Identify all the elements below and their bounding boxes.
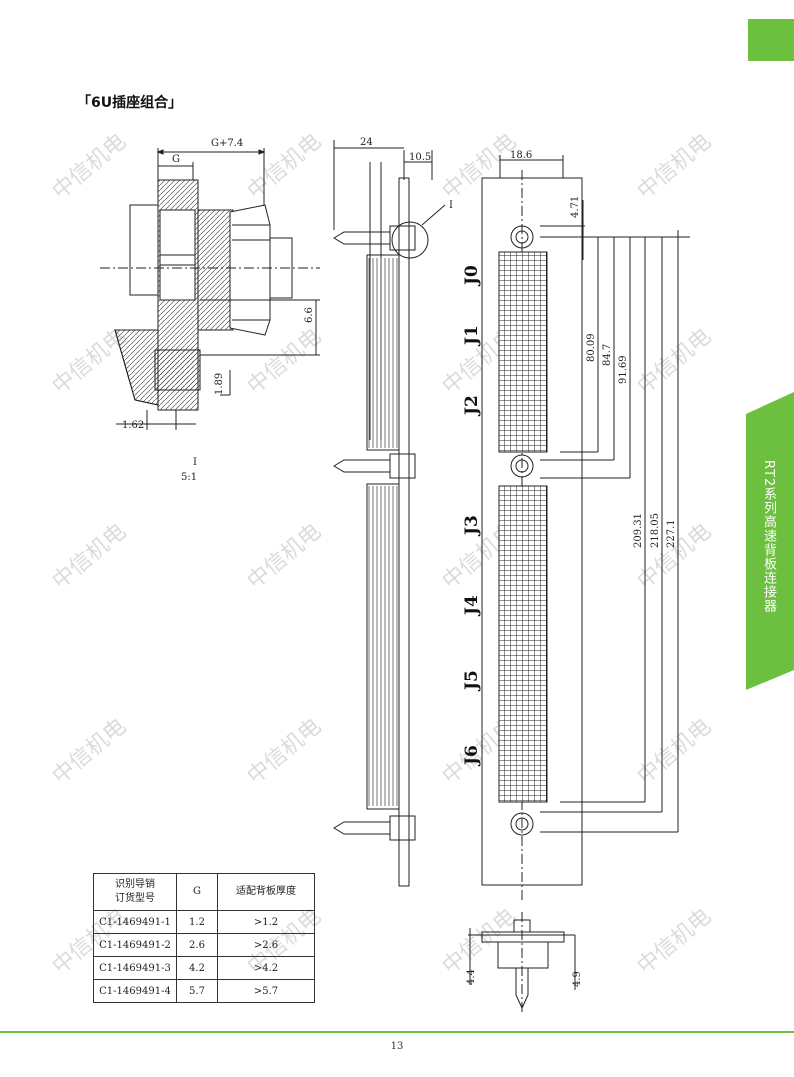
cell-g: 5.7 [176, 979, 218, 1003]
watermark: 中信机电 [438, 129, 521, 205]
dim-1-89: 1.89 [214, 373, 225, 395]
watermark: 中信机电 [243, 324, 326, 400]
dim-84-7: 84.7 [602, 344, 613, 366]
page-number: 13 [390, 1041, 404, 1052]
watermark: 中信机电 [243, 129, 326, 205]
slot-label-j0: J0 [462, 265, 482, 287]
dim-4-71: 4.71 [570, 196, 581, 218]
order-spec-table: 识别导销 订货型号 G 适配背板厚度 C1-1469491-1 1.2 >1.2… [93, 873, 315, 1003]
cell-thickness: >2.6 [217, 933, 315, 957]
dim-218-05: 218.05 [650, 513, 661, 548]
bottom-view [468, 912, 576, 1012]
dim-18-6: 18.6 [510, 150, 532, 161]
watermark: 中信机电 [48, 519, 131, 595]
watermark: 中信机电 [633, 904, 716, 980]
dim-g: G [172, 154, 180, 165]
dim-209-31: 209.31 [633, 513, 644, 548]
side-category-label: RT2系列高速背板连接器 [761, 460, 776, 614]
detail-view [100, 148, 320, 430]
slot-label-j2: J2 [462, 395, 482, 417]
detail-scale: 5:1 [181, 472, 197, 483]
watermark: 中信机电 [243, 714, 326, 790]
cell-thickness: >5.7 [217, 979, 315, 1003]
cell-thickness: >4.2 [217, 956, 315, 980]
dim-4-4: 4.4 [466, 969, 477, 985]
cell-g: 2.6 [176, 933, 218, 957]
slot-label-j3: J3 [462, 515, 482, 537]
table-row: C1-1469491-4 5.7 >5.7 [93, 979, 315, 1003]
col-header-board-thickness: 适配背板厚度 [217, 873, 315, 911]
cell-part-number: C1-1469491-1 [93, 910, 177, 934]
slot-label-j5: J5 [462, 670, 482, 692]
slot-label-j1: J1 [462, 325, 482, 347]
footer-divider [0, 1031, 794, 1033]
side-category-tab [746, 392, 794, 690]
table-row: C1-1469491-3 4.2 >4.2 [93, 956, 315, 980]
dim-4-9: 4.9 [572, 971, 583, 987]
cell-g: 4.2 [176, 956, 218, 980]
dim-1-62: 1.62 [122, 420, 144, 431]
dim-227-1: 227.1 [666, 519, 677, 548]
dim-6-6: 6.6 [304, 307, 315, 323]
cell-part-number: C1-1469491-4 [93, 979, 177, 1003]
table-row: C1-1469491-1 1.2 >1.2 [93, 910, 315, 934]
col-header-part-number: 识别导销 订货型号 [93, 873, 177, 911]
dim-91-69: 91.69 [618, 355, 629, 384]
dim-10-5: 10.5 [409, 152, 431, 163]
slot-label-j6: J6 [462, 745, 482, 767]
dim-80-09: 80.09 [586, 333, 597, 362]
side-view [333, 140, 446, 887]
watermark: 中信机电 [633, 129, 716, 205]
cell-g: 1.2 [176, 910, 218, 934]
dim-g-plus-7-4: G+7.4 [211, 138, 243, 149]
watermark: 中信机电 [48, 714, 131, 790]
callout-i: I [449, 200, 453, 211]
top-green-tab [748, 19, 794, 61]
detail-label: I [193, 457, 197, 468]
cell-part-number: C1-1469491-3 [93, 956, 177, 980]
slot-label-j4: J4 [462, 595, 482, 617]
cell-thickness: >1.2 [217, 910, 315, 934]
section-title: 「6U插座组合」 [77, 95, 183, 111]
cell-part-number: C1-1469491-2 [93, 933, 177, 957]
col-header-g: G [176, 873, 218, 911]
watermark: 中信机电 [243, 519, 326, 595]
watermark: 中信机电 [48, 129, 131, 205]
front-view [481, 155, 690, 900]
table-header-row: 识别导销 订货型号 G 适配背板厚度 [93, 873, 315, 911]
table-row: C1-1469491-2 2.6 >2.6 [93, 933, 315, 957]
watermarks: 中信机电 中信机电 中信机电 中信机电 中信机电 中信机电 中信机电 中信机电 … [48, 129, 716, 980]
dim-24: 24 [360, 137, 373, 148]
